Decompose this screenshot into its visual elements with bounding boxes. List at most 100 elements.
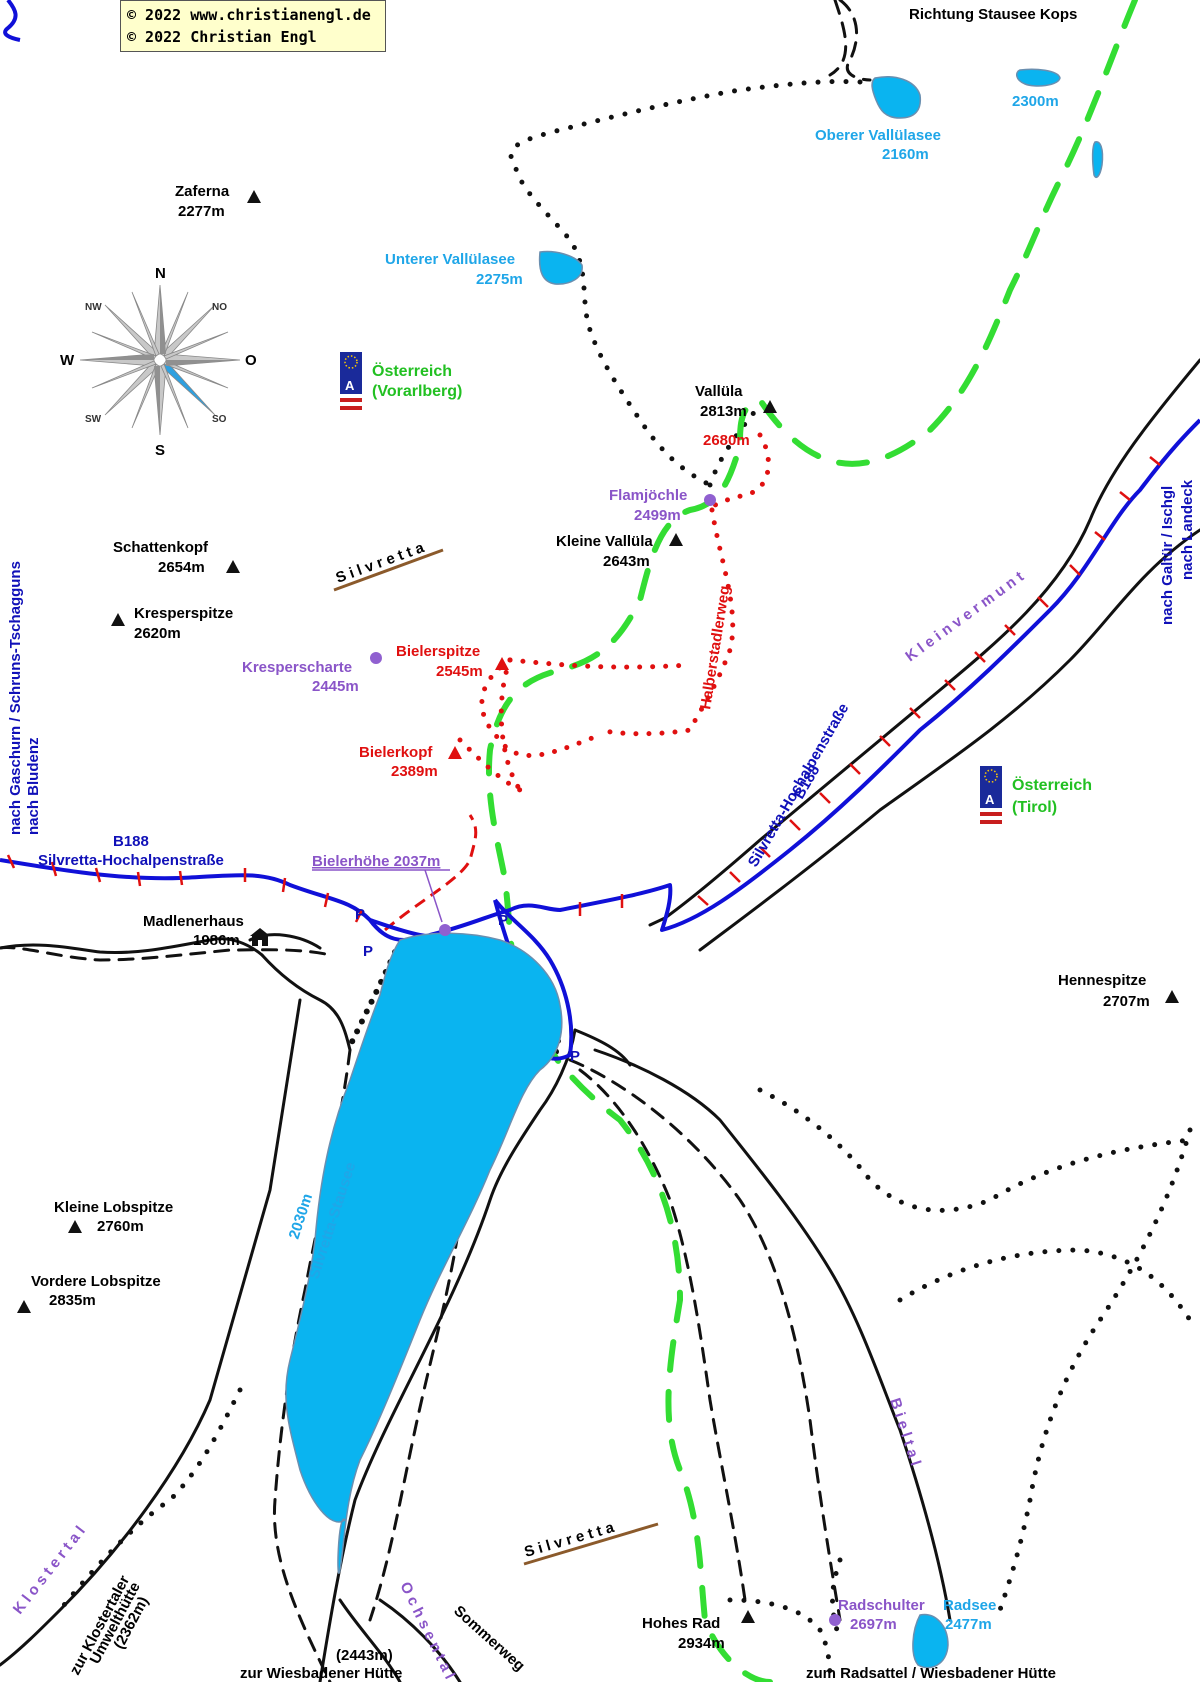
hut-icon (250, 928, 270, 946)
lake-unterer (538, 250, 583, 285)
peak-bielerspitze-icon (495, 657, 509, 670)
badge-tirol: A (985, 792, 995, 807)
pass-bielerhohe-icon (439, 924, 451, 936)
silvretta-south-underline (523, 1522, 659, 1566)
peak-schattenkopf-icon (226, 560, 240, 573)
peak-bielerkopf-name: Bielerkopf (359, 744, 433, 761)
peak-zaferna-elev: 2277m (178, 203, 225, 220)
lake-small-elev: 2300m (1012, 93, 1059, 110)
peak-hennespitze-icon (1165, 990, 1179, 1003)
peak-zaferna-name: Zaferna (175, 183, 230, 200)
trail-wiesbadener: zur Wiesbadener Hütte (240, 1665, 402, 1682)
lake-stausee-elev: 2030m (286, 1192, 317, 1242)
road-stub-topleft (3, 0, 21, 42)
red-approach-path (384, 814, 478, 932)
pass-flamjochle-icon (704, 494, 716, 506)
road-ticks (6, 456, 1161, 923)
parking-2: P (363, 943, 373, 960)
region-tirol-line1: Österreich (1012, 775, 1092, 794)
peak-bielerkopf-icon (448, 746, 462, 759)
road-east-dir-2: nach Landeck (1179, 479, 1196, 580)
lake-radsee-elev: 2477m (945, 1616, 992, 1633)
copyright-author: © 2022 Christian Engl (127, 28, 317, 46)
peak-bielerkopf-elev: 2389m (391, 763, 438, 780)
area-bieltal: B i e l t a l (886, 1396, 924, 1468)
compass-s: S (155, 442, 165, 459)
bielerhohe-leader (424, 869, 443, 923)
labels-passes: Flamjöchle 2499m Kresperscharte 2445m Bi… (242, 487, 925, 1633)
pass-flamjochle-name: Flamjöchle (609, 487, 687, 504)
peak-hohes-rad-name: Hohes Rad (642, 1615, 720, 1632)
trail-wiesbadener-elev: (2443m) (336, 1647, 393, 1664)
peak-schattenkopf-name: Schattenkopf (113, 539, 209, 556)
peak-kresperspitze-name: Kresperspitze (134, 605, 233, 622)
pass-kresperscharte-elev: 2445m (312, 678, 359, 695)
peak-kleine-vallula-icon (669, 533, 683, 546)
peak-vordere-lobspitze-elev: 2835m (49, 1292, 96, 1309)
peak-kresperspitze-icon (111, 613, 125, 626)
hut-madlenerhaus-elev: 1986m (193, 932, 240, 949)
parking-3: P (498, 912, 508, 929)
trail-radsattel: zum Radsattel / Wiesbadener Hütte (806, 1665, 1056, 1682)
road-west-dir-1: nach Gaschurn / Schruns-Tschagguns (7, 561, 24, 835)
area-silvretta-north: S i l v r e t t a (334, 539, 427, 587)
lake-oberer (871, 76, 922, 119)
labels-areas: S i l v r e t t a S i l v r e t t a K l … (10, 539, 1027, 1682)
peak-zaferna-icon (247, 190, 261, 203)
peak-vallula-sub-elev: 2680m (703, 432, 750, 449)
compass-rose: N S W O NW NO SW SO (60, 265, 257, 459)
red-peak-markers (448, 657, 509, 759)
pass-radschulter-elev: 2697m (850, 1616, 897, 1633)
dotted-trails (57, 79, 1193, 1682)
peak-vallula-icon (763, 400, 777, 413)
lakes (285, 68, 1104, 1669)
lake-unterer-name: Unterer Vallülasee (385, 251, 515, 268)
peak-bielerspitze-elev: 2545m (436, 663, 483, 680)
compass-so: SO (212, 414, 227, 425)
region-vorarlberg-line1: Österreich (372, 361, 452, 380)
peak-hohes-rad-icon (741, 1610, 755, 1623)
copyright-url: © 2022 www.christianengl.de (127, 6, 371, 24)
area-klostertal: K l o s t e r t a l (10, 1523, 89, 1618)
compass-sw: SW (85, 414, 102, 425)
peak-schattenkopf-elev: 2654m (158, 559, 205, 576)
lake-oberer-elev: 2160m (882, 146, 929, 163)
area-ochsental: O c h s e n t a l (396, 1579, 458, 1682)
lake-stausee (285, 932, 563, 1574)
peak-vallula-elev: 2813m (700, 403, 747, 420)
region-vorarlberg: A Österreich (Vorarlberg) (340, 352, 462, 410)
pass-flamjochle-elev: 2499m (634, 507, 681, 524)
lake-oberer-name: Oberer Vallülasee (815, 127, 941, 144)
peak-hennespitze-name: Hennespitze (1058, 972, 1146, 989)
labels-huts: Madlenerhaus 1986m (143, 913, 244, 949)
compass-o: O (245, 352, 257, 369)
lake-radsee (912, 1613, 949, 1669)
labels-peaks: Zaferna 2277m Schattenkopf 2654m Kresper… (31, 183, 1150, 1652)
border-line (486, 0, 1138, 1682)
lake-radsee-name: Radsee (943, 1597, 996, 1614)
road-west-num: B188 (113, 833, 149, 850)
road-west-dir-2: nach Bludenz (25, 737, 42, 835)
copyright-box: © 2022 www.christianengl.de © 2022 Chris… (120, 0, 386, 52)
trail-halberstadlerweg: Halberstadlerweg (697, 584, 733, 710)
hut-madlenerhaus-name: Madlenerhaus (143, 913, 244, 930)
pass-kresperscharte-icon (370, 652, 382, 664)
compass-w: W (60, 352, 75, 369)
peak-kresperspitze-elev: 2620m (134, 625, 181, 642)
peak-vordere-lobspitze-icon (17, 1300, 31, 1313)
trail-kops: Richtung Stausee Kops (909, 6, 1077, 23)
region-tirol-line2: (Tirol) (1012, 799, 1057, 816)
peak-vallula-name: Vallüla (695, 383, 743, 400)
badge-vorarlberg: A (345, 378, 355, 393)
lake-small (1015, 68, 1061, 87)
pass-radschulter-name: Radschulter (838, 1597, 925, 1614)
parking-1: P (355, 906, 365, 923)
parking-4: P (570, 1048, 580, 1065)
peak-hennespitze-elev: 2707m (1103, 993, 1150, 1010)
peak-bielerspitze-name: Bielerspitze (396, 643, 480, 660)
silvretta-north-underline (333, 548, 444, 592)
compass-no: NO (212, 302, 227, 313)
peak-kleine-lobspitze-elev: 2760m (97, 1218, 144, 1235)
pass-markers (370, 494, 841, 1626)
